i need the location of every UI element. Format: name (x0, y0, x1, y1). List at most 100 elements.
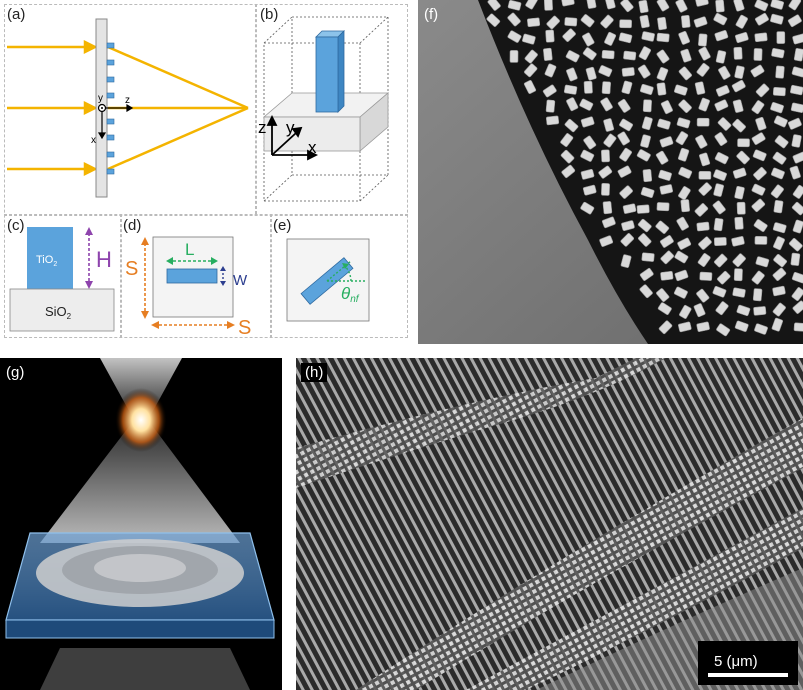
sem-pillar (791, 201, 803, 216)
panel-a-drawing: y z x (7, 18, 249, 198)
sem-pillar (620, 0, 634, 13)
sem-pillar (717, 270, 731, 285)
sem-pillar (563, 84, 578, 95)
panel-label-f: (f) (424, 6, 439, 23)
sem-pillar (543, 47, 553, 61)
sem-pillar (753, 48, 763, 61)
sem-pillar (618, 32, 633, 44)
panel-h: 5 (μm) (h) (296, 358, 803, 690)
sem-pillar (737, 138, 750, 148)
sem-pillar (673, 286, 688, 299)
sem-pillar (732, 253, 746, 267)
sem-pillar (623, 50, 637, 61)
sem-pillar (715, 50, 727, 64)
panel-label-e: (e) (273, 217, 292, 234)
sem-pillar (620, 254, 632, 268)
sem-pillar (560, 133, 574, 147)
sem-pillar (642, 169, 653, 183)
sem-pillar (733, 0, 745, 12)
diverging-beam (40, 420, 240, 543)
incident-arrow-middle (83, 100, 98, 116)
sem-pillar (580, 149, 595, 162)
panel-label-g: (g) (6, 364, 25, 381)
sem-pillar (734, 32, 749, 44)
sem-pillar (753, 167, 767, 181)
sem-pillar (582, 184, 597, 196)
sem-pillar (734, 65, 745, 79)
panel-label-d: (d) (123, 217, 142, 234)
sem-pillar (641, 116, 653, 131)
substrate-front (263, 116, 361, 152)
sem-pillar (714, 30, 729, 42)
schematic-frame (4, 4, 408, 338)
sem-pillar (791, 134, 802, 148)
sem-pillar (731, 79, 746, 93)
sem-pillar (678, 321, 692, 333)
sem-pillar (677, 147, 690, 162)
sem-pillar (601, 216, 616, 229)
sem-pillar (788, 0, 802, 11)
sem-pillar (598, 65, 613, 77)
sem-pillar (617, 165, 632, 178)
panel-d-drawing: L W S S (125, 236, 251, 337)
sem-pillar (619, 147, 633, 162)
sem-pillar (580, 14, 595, 28)
sem-pillar (656, 202, 670, 212)
sem-pillar (713, 183, 725, 197)
axis-label-y: y (98, 93, 103, 104)
sem-pillar (751, 132, 766, 145)
sem-pillar (714, 132, 728, 146)
scale-bar-box (698, 641, 798, 685)
sem-pillar (751, 183, 766, 196)
sem-pillar (696, 321, 710, 332)
sem-pillar (713, 217, 724, 232)
sem-pillar (787, 117, 802, 130)
sem-pillar (753, 306, 767, 316)
incident-arrow-bottom (83, 161, 98, 177)
sem-pillar (566, 67, 578, 82)
sem-pillar (656, 82, 667, 96)
sem-pillar (718, 65, 731, 80)
sem-pillar (755, 116, 767, 131)
scale-bar-label: 5 (μm) (714, 653, 758, 670)
sem-pillar (773, 254, 788, 268)
sem-pillar (773, 200, 784, 214)
panel-b: z y x (b) (256, 5, 408, 214)
pillar-side (337, 30, 345, 113)
tio2-pillar (27, 227, 73, 289)
sem-pillar (755, 12, 769, 26)
sem-pillar (770, 102, 784, 114)
panel-label-b: (b) (260, 6, 279, 23)
sem-pillar (580, 201, 595, 215)
sem-pillar (697, 253, 711, 267)
sem-pillar (639, 83, 654, 95)
focus-beam-bottom (107, 106, 249, 171)
sem-ring-band-1 (296, 358, 666, 488)
sem-pillar (754, 323, 768, 335)
sem-pillar (696, 288, 710, 303)
sem-pillar (674, 84, 688, 96)
sem-pillar (487, 0, 501, 11)
sem-pillar (640, 134, 651, 148)
sem-pillar (619, 185, 633, 199)
sem-pillar (509, 50, 519, 63)
divider-de (270, 214, 272, 338)
panel-c-drawing: TiO2 SiO2 H (9, 227, 115, 332)
height-symbol: H (96, 247, 112, 272)
panel-label-c: (c) (7, 217, 25, 234)
sem-pillar (546, 115, 560, 126)
sem-pillar (695, 0, 709, 7)
sem-pillar (583, 80, 593, 94)
sem-pillar (660, 100, 673, 115)
sem-pillar (674, 269, 689, 282)
sem-pillar (791, 66, 803, 78)
sem-pillar (640, 186, 655, 198)
sem-pillar (636, 204, 650, 214)
sem-pillar (733, 46, 743, 60)
sem-pillar (696, 62, 710, 77)
width-symbol: W (233, 272, 248, 289)
sem-pillar (586, 0, 597, 9)
sem-pillar (770, 184, 784, 199)
panel-c: TiO2 SiO2 H (c) (5, 215, 120, 337)
panel-d: L W S S (d) (121, 215, 270, 337)
